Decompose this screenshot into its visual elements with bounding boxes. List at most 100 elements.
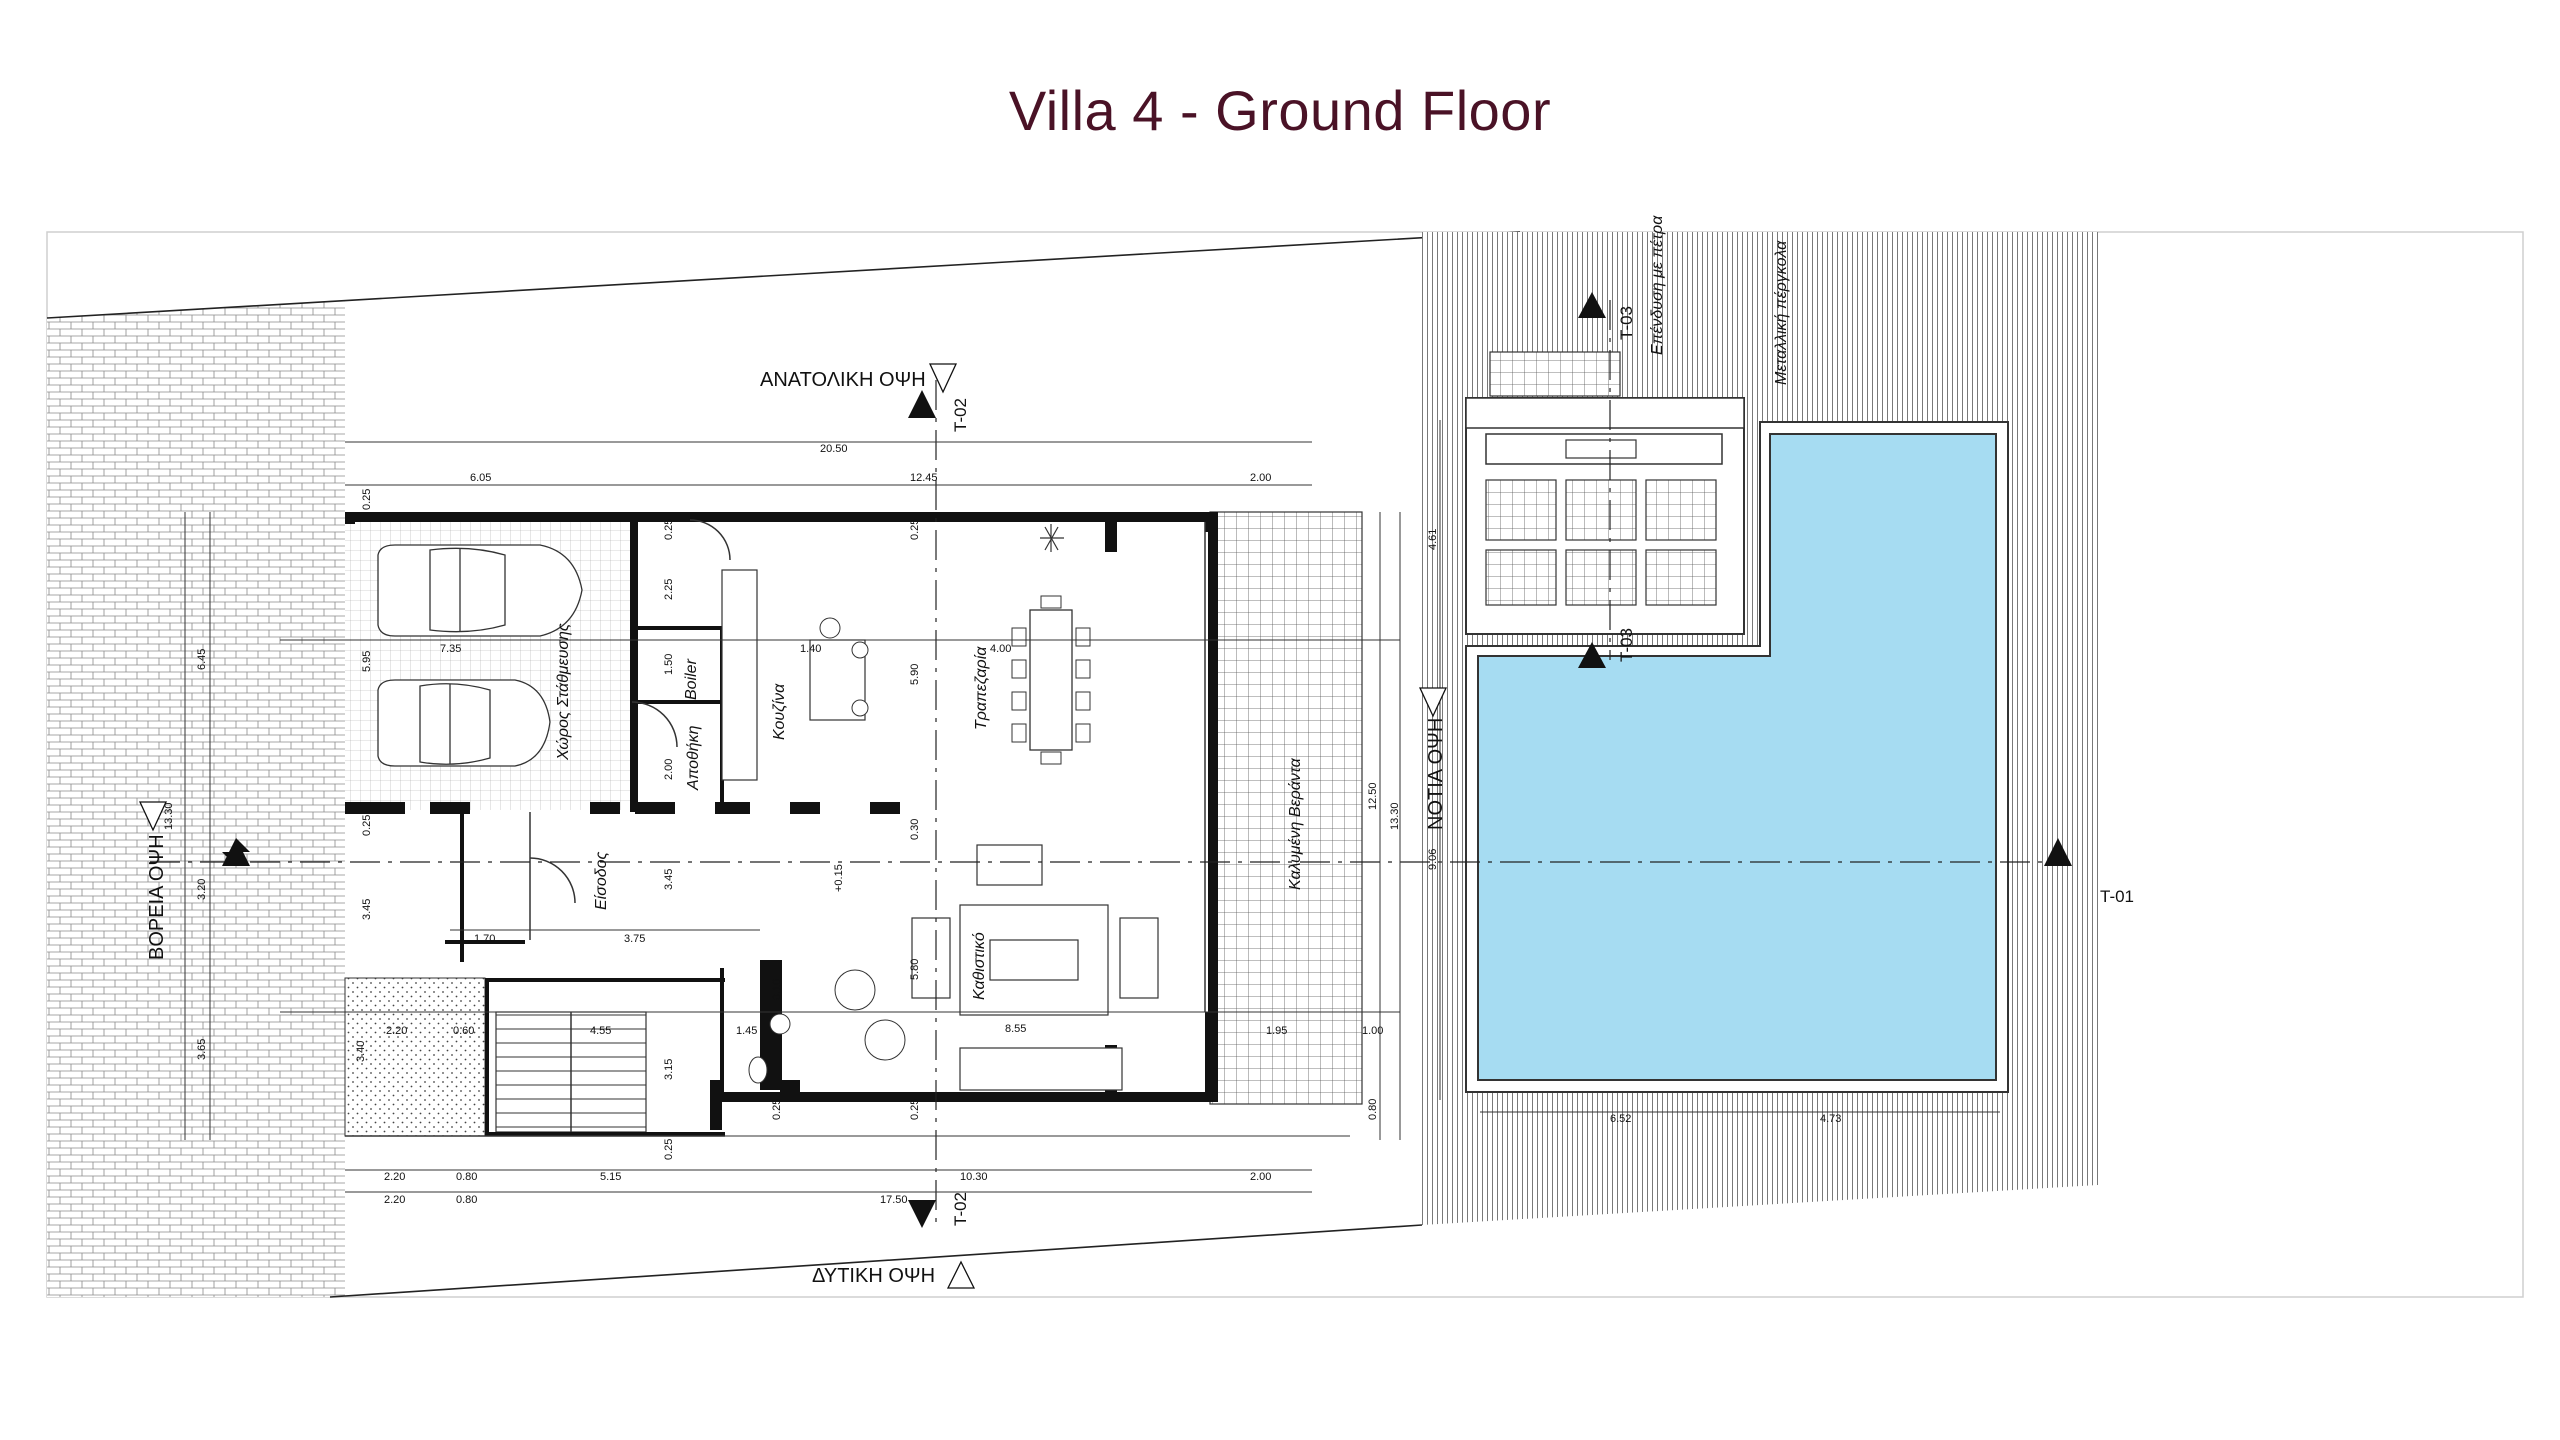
coffee-table [989,939,1079,981]
room-label-dining: Τραπεζαρία [973,646,990,730]
west-elevation-marker [946,1260,976,1289]
gravel-area [344,977,486,1137]
dim-010: 0.10 [771,979,783,1000]
veranda-tiles [1209,511,1363,1105]
dim-025-e: 0.25 [909,1099,921,1120]
dim-735: 7.35 [440,643,461,655]
east-elevation-marker [928,363,958,394]
room-label-living: Καθιστικό [971,932,988,1000]
dim-220: 2.20 [386,1025,407,1037]
dim-pool-b: 9.06 [1427,849,1439,870]
side-table [834,969,876,1011]
room-label-boiler: Boiler [683,658,700,700]
dim-580: 5.80 [909,959,921,980]
dim-855: 8.55 [1005,1023,1026,1035]
dim-060: 0.60 [453,1025,474,1037]
toilet [748,1056,768,1084]
section-label-t02-top: T-02 [951,398,970,432]
dim-590: 5.90 [909,664,921,685]
section-label-t03-top: T-03 [1617,306,1636,340]
kitchen-counter [721,569,758,781]
room-label-parking: Χώρος Στάθμευσης [555,623,572,761]
section-label-t02-bottom: T-02 [951,1192,970,1226]
stone-wall [1489,351,1621,397]
section-label-t01: T-01 [2100,887,2134,906]
dim-bot-left1b: 2.20 [384,1194,405,1206]
dim-bot-left2: 0.80 [456,1171,477,1183]
dim-top-mid: 12.45 [910,472,938,484]
dim-340: 3.40 [355,1041,367,1062]
dim-375: 3.75 [624,933,645,945]
label-south-elevation: ΝΟΤΙΑ ΟΨΗ [1425,718,1447,830]
dim-right-b: 0.80 [1367,1099,1379,1120]
washbasin [769,1013,791,1035]
armchair-right [1119,917,1159,999]
dim-140: 1.40 [800,643,821,655]
label-east-elevation: ΑΝΑΤΟΛΙΚΗ ΟΨΗ [760,369,926,391]
section-arrow-t01-west-head [222,838,250,866]
side-table [864,1019,906,1061]
sun-loungers [1485,479,1717,606]
dimension-lines [184,420,2000,1193]
dim-bot-left1: 2.20 [384,1171,405,1183]
dim-left-a: 6.45 [196,649,208,670]
car-1 [377,544,583,637]
dim-bot-left2b: 0.80 [456,1194,477,1206]
dim-bot-right: 2.00 [1250,1171,1271,1183]
dim-225: 2.25 [663,579,675,600]
dim-030: 0.30 [909,819,921,840]
section-arrow-t02-south [908,1200,936,1228]
dim-top-right: 2.00 [1250,472,1271,484]
dim-025-b: 0.25 [663,519,675,540]
label-pergola: Μεταλλική πέργκολα [1773,240,1790,385]
pergola-beam [1465,397,1745,429]
bbq-unit [1565,439,1637,459]
section-label-t03-bottom: T-03 [1617,628,1636,662]
bar-stool [851,641,869,659]
dim-345-b: 3.45 [663,869,675,890]
sofa [959,1047,1123,1091]
dim-top-left: 6.05 [470,472,491,484]
dim-bot-total: 17.50 [880,1194,908,1206]
axis-lines [150,300,2070,1230]
sideboard [976,844,1043,886]
section-arrow-t02-north [908,390,936,418]
armchair-left [911,917,951,999]
plant-icon [1040,524,1064,552]
dim-200: 2.00 [663,759,675,780]
section-arrow-t03-bottom [1578,642,1606,668]
car-2 [377,679,551,767]
label-north-elevation: ΒΟΡΕΙΑ ΟΨΗ [146,834,168,960]
room-label-veranda: Καλυμένη Βεράντα [1287,757,1304,890]
dim-left-b: 3.20 [196,879,208,900]
bar-stool [819,617,841,639]
dim-025-g: 0.25 [663,1139,675,1160]
room-label-kitchen: Κουζίνα [771,683,788,740]
dining-table [1029,609,1073,751]
dim-bot-mid2: 10.30 [960,1171,988,1183]
dim-pool-w1: 6.52 [1610,1113,1631,1125]
dim-025-c: 0.25 [909,519,921,540]
section-arrow-t03-top [1578,292,1606,318]
dim-pool-w2: 4.73 [1820,1113,1841,1125]
dim-pool-a: 4.61 [1427,529,1439,550]
level-marker: +0.15 [833,864,845,892]
dim-025-a: 0.25 [361,489,373,510]
dim-195: 1.95 [1266,1025,1287,1037]
pool-water [1477,433,1997,1081]
dim-150: 1.50 [663,654,675,675]
section-arrow-t01-east [2044,838,2072,866]
dim-left-c: 3.65 [196,1039,208,1060]
dim-400: 4.00 [990,643,1011,655]
dim-right-total: 13.30 [1389,802,1401,830]
room-label-entrance: Είσοδος [593,851,610,910]
dim-170: 1.70 [474,933,495,945]
room-label-storage: Αποθήκη [685,725,702,791]
dim-145: 1.45 [736,1025,757,1037]
label-stone-cladding: Επένδυση με πέτρα [1649,215,1666,355]
north-elevation-marker [138,801,168,832]
site-boundary [46,231,1521,1298]
dim-345-a: 3.45 [361,899,373,920]
dim-left-total: 13.30 [163,802,175,830]
dining-chairs [1011,595,1091,765]
